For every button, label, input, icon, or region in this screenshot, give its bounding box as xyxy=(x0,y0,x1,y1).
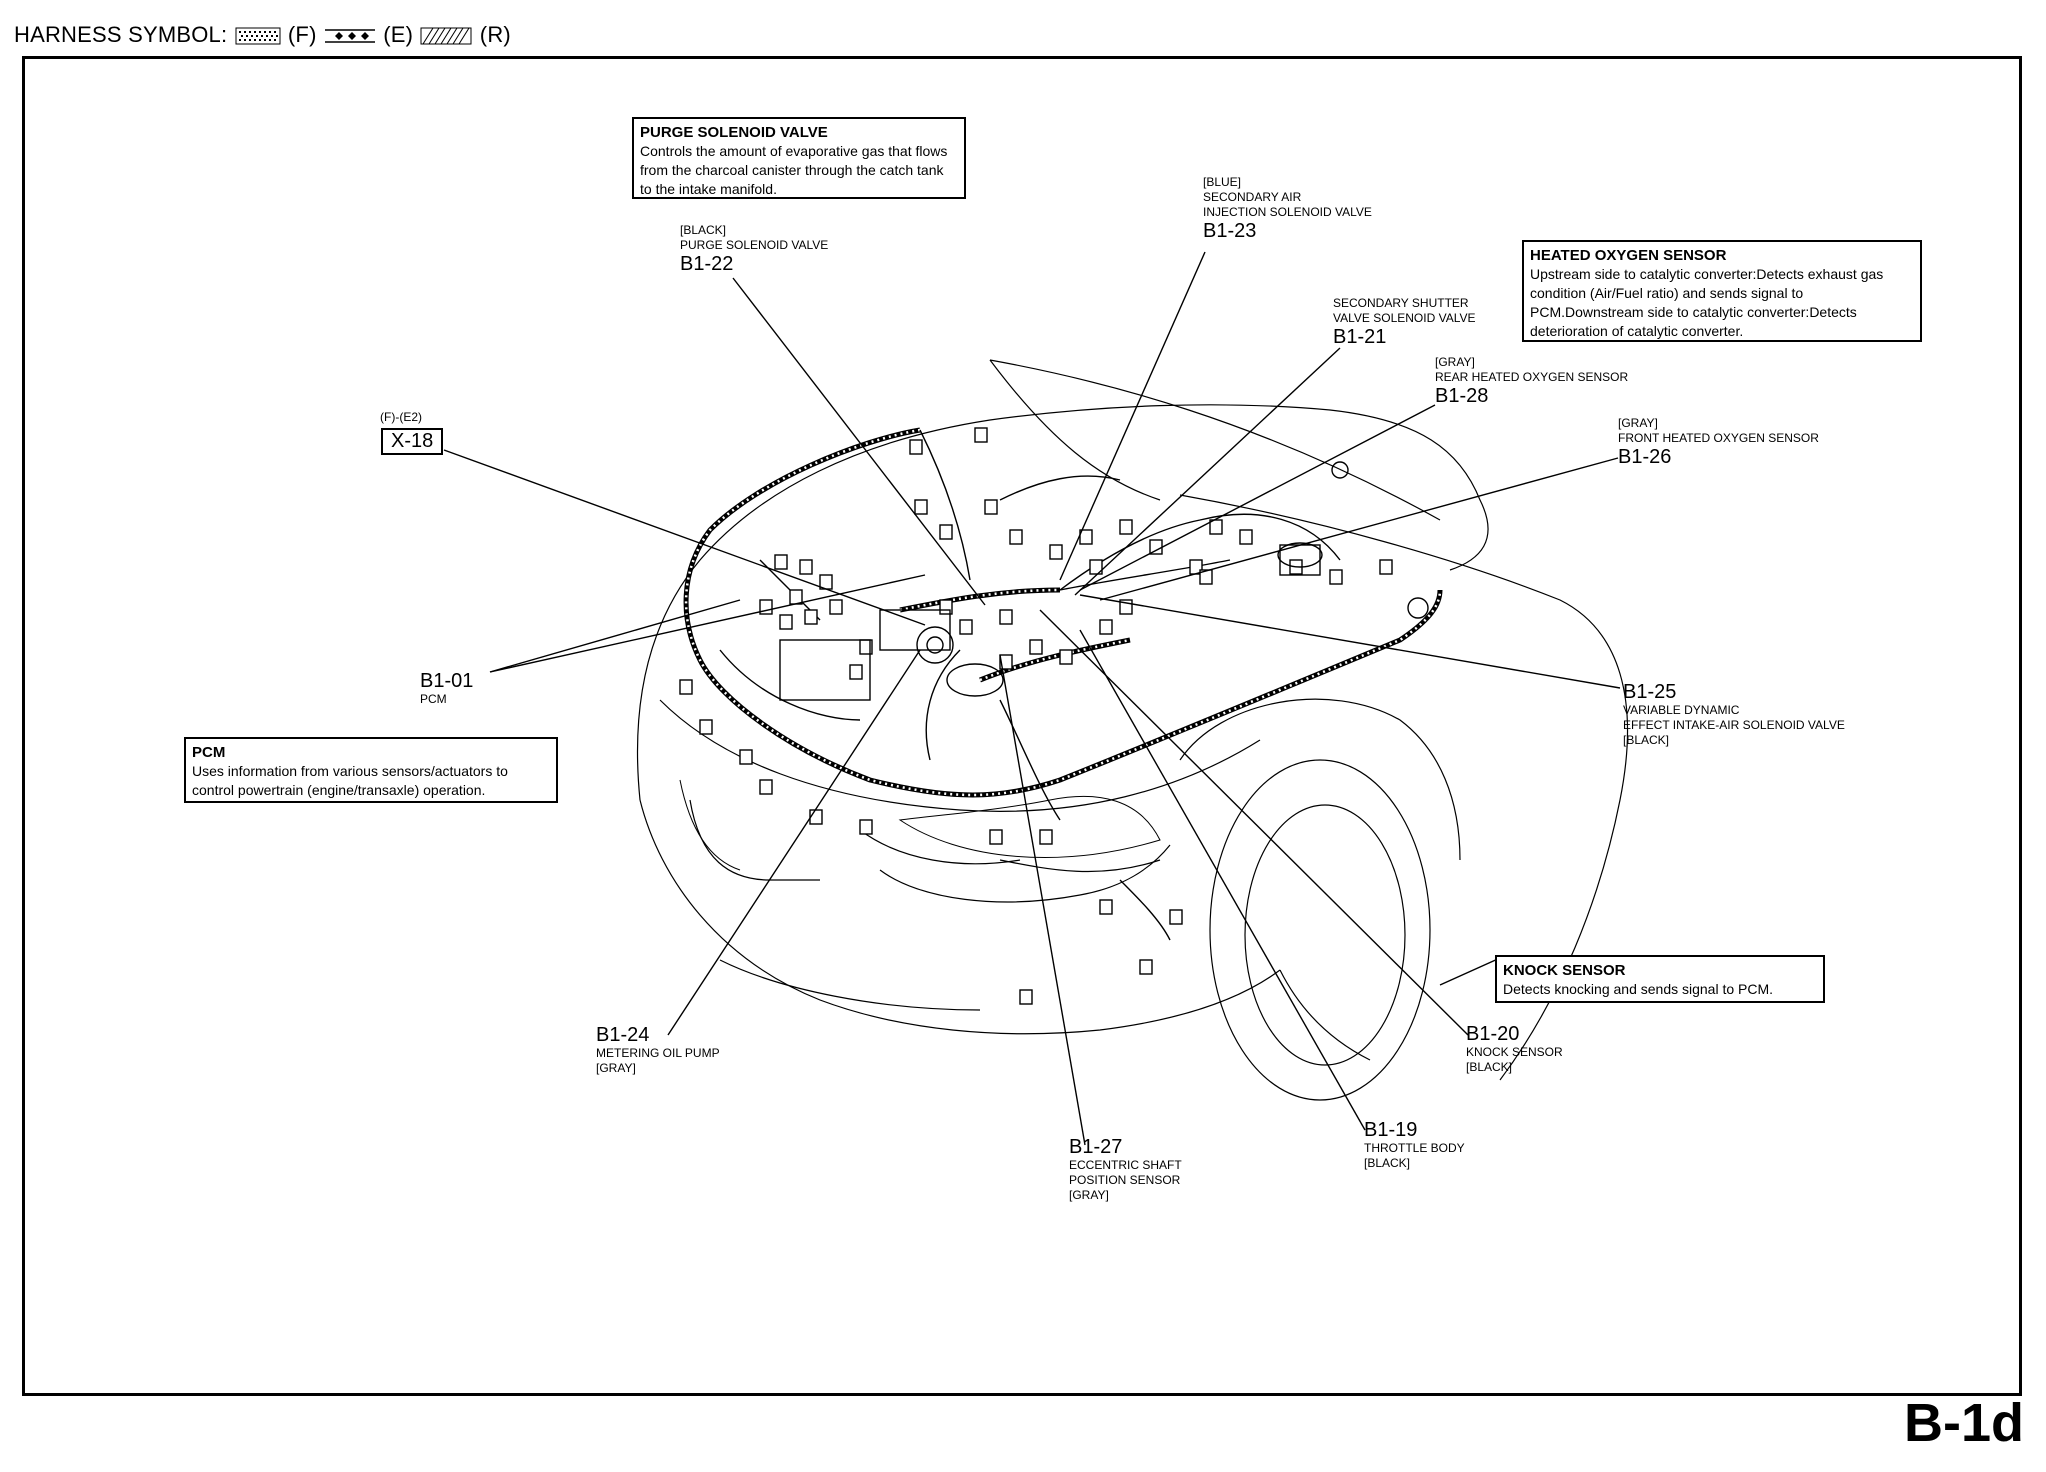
connector-blocks xyxy=(679,427,1393,1005)
pcm-callout-text: Uses information from various sensors/ac… xyxy=(192,763,508,798)
purge-callout-text: Controls the amount of evaporative gas t… xyxy=(640,143,948,197)
page-identifier: B-1d xyxy=(1904,1393,2024,1453)
harness-e-label: (E) xyxy=(383,22,414,47)
connector-b1-21: SECONDARY SHUTTER VALVE SOLENOID VALVE B… xyxy=(1333,296,1476,348)
connector-b1-28: [GRAY] REAR HEATED OXYGEN SENSOR B1-28 xyxy=(1435,355,1629,407)
connector-b1-27: B1-27 ECCENTRIC SHAFT POSITION SENSOR [G… xyxy=(1069,1136,1182,1202)
knock-callout-title: KNOCK SENSOR xyxy=(1503,962,1626,979)
leader-lines xyxy=(443,251,1621,1146)
purge-solenoid-callout: PURGE SOLENOID VALVE Controls the amount… xyxy=(632,117,966,199)
headlight-outline xyxy=(679,779,1161,871)
heated-o2-callout-text: Upstream side to catalytic converter:Det… xyxy=(1530,266,1884,339)
connector-b1-19: B1-19 THROTTLE BODY [BLACK] xyxy=(1364,1119,1465,1170)
connector-b1-01: B1-01 PCM xyxy=(420,670,474,706)
wheel-outline xyxy=(1179,698,1461,1101)
harness-f-label: (F) xyxy=(287,22,317,47)
connector-b1-26: [GRAY] FRONT HEATED OXYGEN SENSOR B1-26 xyxy=(1618,416,1819,468)
harness-e-icon xyxy=(324,29,375,43)
connector-x-18-prefix: (F)-(E2) xyxy=(380,410,422,424)
connector-b1-25: B1-25 VARIABLE DYNAMIC EFFECT INTAKE-AIR… xyxy=(1623,681,1845,747)
diagram-frame xyxy=(22,56,2022,1396)
engine-components xyxy=(779,461,1429,701)
branch-wires xyxy=(719,429,1341,941)
harness-f-icon xyxy=(235,27,281,45)
connector-b1-23: [BLUE] SECONDARY AIR INJECTION SOLENOID … xyxy=(1203,175,1372,242)
knock-sensor-callout: KNOCK SENSOR Detects knocking and sends … xyxy=(1495,955,1825,1003)
connector-x-18: X-18 xyxy=(381,428,444,455)
connector-b1-22: [BLACK] PURGE SOLENOID VALVE B1-22 xyxy=(680,223,829,275)
harness-r-icon xyxy=(420,27,472,45)
harness-symbol-legend: HARNESS SYMBOL: (F) (E) (R) xyxy=(14,22,511,48)
pcm-callout: PCM Uses information from various sensor… xyxy=(184,737,558,803)
connector-b1-24: B1-24 METERING OIL PUMP [GRAY] xyxy=(596,1024,720,1075)
knock-callout-text: Detects knocking and sends signal to PCM… xyxy=(1503,981,1774,997)
harness-r-label: (R) xyxy=(479,22,511,47)
main-harness xyxy=(683,427,1443,798)
harness-symbol-label: HARNESS SYMBOL: xyxy=(14,22,228,47)
purge-callout-title: PURGE SOLENOID VALVE xyxy=(640,124,828,141)
heated-o2-callout-title: HEATED OXYGEN SENSOR xyxy=(1530,247,1727,264)
car-body-outline xyxy=(636,359,1629,1081)
connector-b1-20: B1-20 KNOCK SENSOR [BLACK] xyxy=(1466,1023,1563,1074)
heated-oxygen-callout: HEATED OXYGEN SENSOR Upstream side to ca… xyxy=(1522,240,1922,342)
pcm-callout-title: PCM xyxy=(192,744,226,761)
